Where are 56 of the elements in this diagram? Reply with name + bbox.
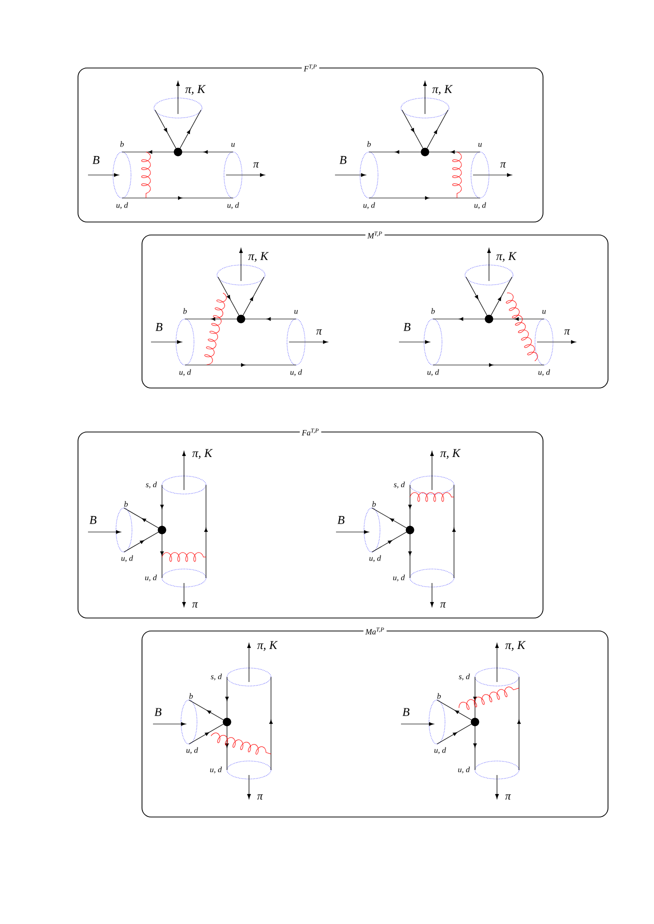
particle-label: u, d xyxy=(227,202,240,209)
particle-label: B xyxy=(154,708,162,716)
particle-label: u, d xyxy=(186,747,198,754)
particle-label: B xyxy=(402,708,410,716)
particle-label: π xyxy=(192,602,198,608)
particle-label: u, d xyxy=(538,369,550,376)
particle-label: u, d xyxy=(145,574,157,582)
particle-label: u, d xyxy=(369,555,382,562)
particle-label: π xyxy=(253,162,259,168)
particle-label: π, K xyxy=(496,252,517,262)
particle-label: u, d xyxy=(116,202,128,209)
particle-label: π, K xyxy=(192,449,213,459)
particle-label: b xyxy=(120,141,124,147)
particle-label: B xyxy=(155,323,162,331)
particle-label: π, K xyxy=(185,85,206,95)
particle-label: π, K xyxy=(257,641,278,651)
particle-label: s, d xyxy=(210,674,222,680)
particle-label: u, d xyxy=(290,369,302,376)
particle-label: s, d xyxy=(146,482,157,488)
particle-label: u, d xyxy=(363,202,376,209)
particle-label: π, K xyxy=(248,252,269,262)
particle-label: B xyxy=(92,156,100,164)
particle-label: π xyxy=(316,329,322,335)
particle-label: u, d xyxy=(434,747,446,754)
particle-label: b xyxy=(372,501,376,507)
particle-label: B xyxy=(337,516,344,524)
particle-label: π xyxy=(505,794,511,800)
particle-label: u, d xyxy=(179,369,192,376)
particle-label: u xyxy=(478,143,482,147)
particle-label: u xyxy=(294,310,298,314)
particle-label: b xyxy=(124,501,128,507)
particle-label: B xyxy=(89,516,96,524)
particle-label: u, d xyxy=(427,369,440,376)
particle-label: π xyxy=(564,329,570,335)
particle-label: s, d xyxy=(458,674,470,680)
particle-label: u, d xyxy=(458,766,470,774)
particle-label: π, K xyxy=(505,641,526,651)
particle-label: B xyxy=(403,323,410,331)
particle-label: u xyxy=(542,310,546,314)
particle-label: u xyxy=(231,143,235,147)
particle-label: π xyxy=(257,794,263,800)
particle-label: π, K xyxy=(432,85,453,95)
particle-label: b xyxy=(437,693,441,699)
particle-label: b xyxy=(367,141,371,147)
particle-label: b xyxy=(183,308,187,314)
particle-label: π xyxy=(440,602,446,608)
particle-label: b xyxy=(431,308,435,314)
particle-label: u, d xyxy=(393,574,405,582)
particle-label: s, d xyxy=(394,482,405,488)
particle-label: b xyxy=(189,693,193,699)
particle-label: π xyxy=(500,162,506,168)
particle-label: B xyxy=(339,156,346,164)
particle-label: u, d xyxy=(474,202,486,209)
particle-label: π, K xyxy=(440,449,461,459)
particle-label: u, d xyxy=(210,766,222,774)
particle-label: u, d xyxy=(121,555,134,562)
